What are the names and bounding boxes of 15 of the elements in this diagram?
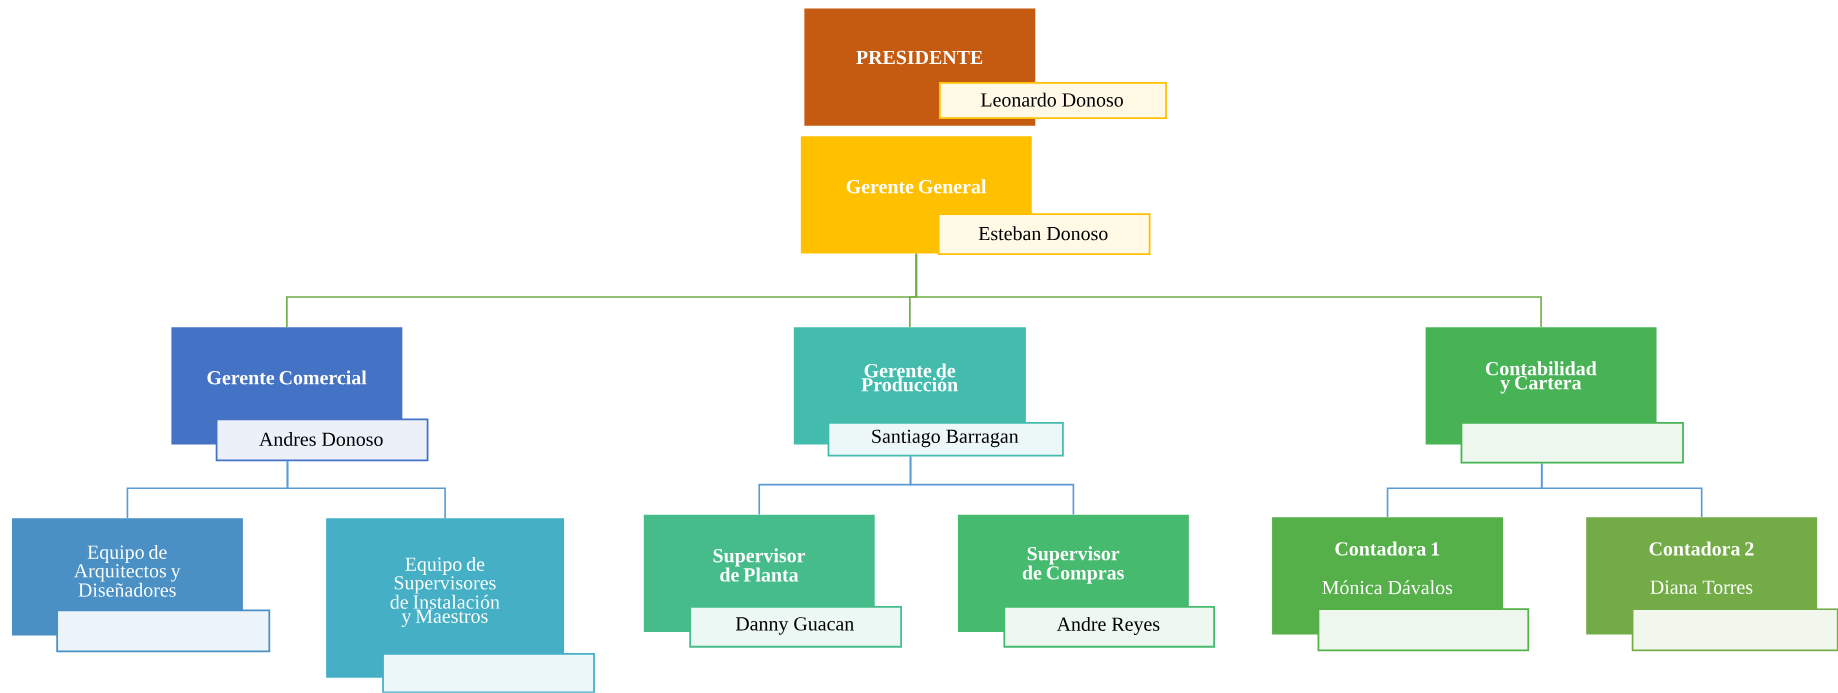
- name-box: Esteban Donoso: [937, 213, 1151, 256]
- name-box: [1317, 608, 1530, 652]
- name-box: Leonardo Donoso: [938, 82, 1167, 120]
- name-box: Andres Donoso: [215, 418, 429, 462]
- name-box: Santiago Barragan: [827, 422, 1064, 457]
- name-box: [1460, 422, 1684, 464]
- connector-line: [915, 252, 1542, 328]
- connector-line: [909, 455, 1075, 516]
- name-box: [1631, 608, 1838, 652]
- name-box: Andre Reyes: [1003, 606, 1215, 648]
- connector-line: [286, 460, 446, 520]
- name-box: Danny Guacan: [689, 606, 902, 648]
- connector-line: [1540, 462, 1703, 518]
- name-box: [56, 609, 271, 653]
- name-box: [382, 653, 595, 693]
